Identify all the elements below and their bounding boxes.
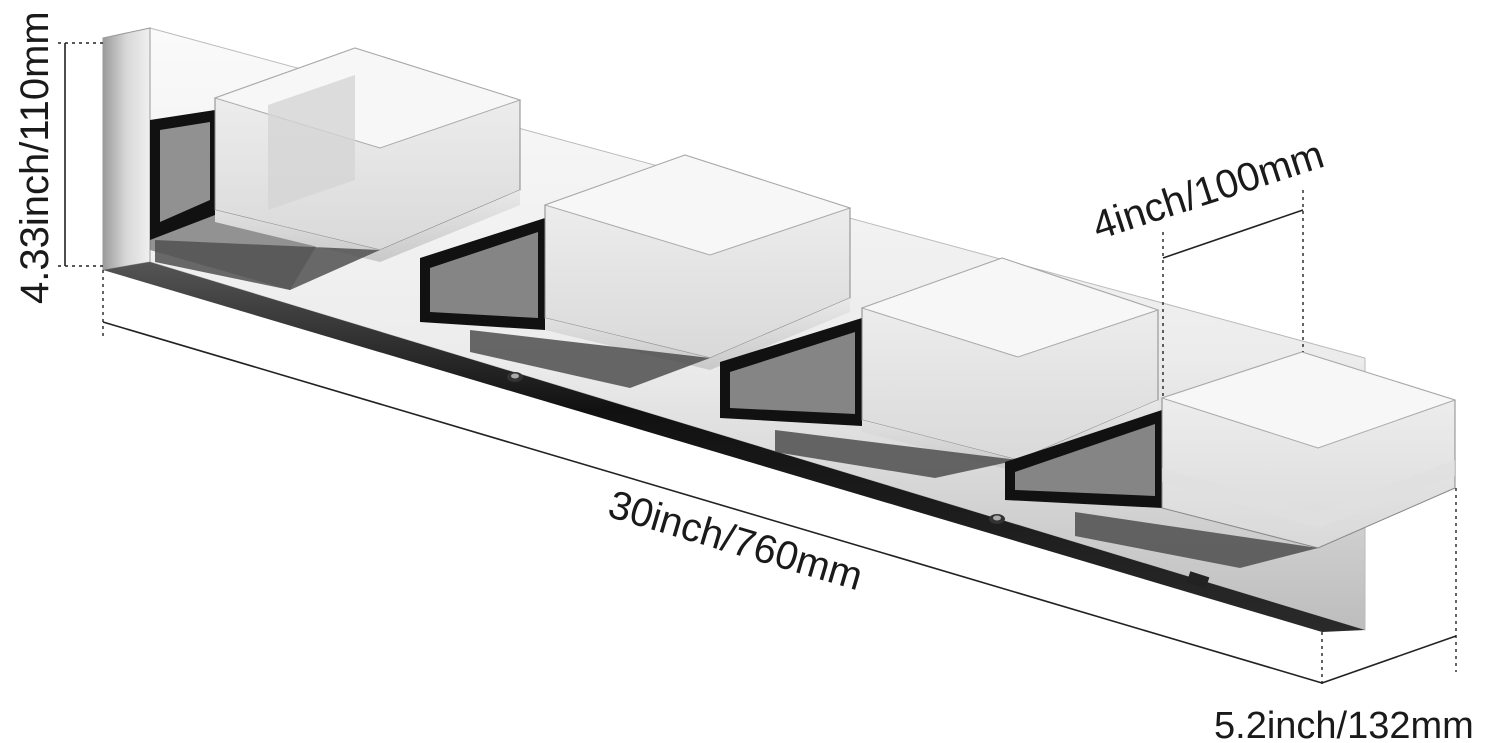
height-label: 4.33inch/110mm: [13, 11, 57, 304]
lamp-head-4: [1005, 351, 1457, 568]
shade-width-label: 4inch/100mm: [1087, 133, 1329, 249]
switch-slot: [1186, 571, 1210, 589]
depth-label: 5.2inch/132mm: [1214, 705, 1474, 743]
lamp-head-1: [150, 47, 522, 290]
lamp-head-2: [420, 154, 852, 388]
mounting-screw: [989, 514, 1005, 524]
length-label: 30inch/760mm: [603, 482, 867, 599]
lamp-head-3: [720, 257, 1160, 478]
height-dimension: [58, 42, 105, 267]
length-dimension: [102, 270, 1323, 688]
mounting-screw: [507, 372, 523, 382]
shade-width-dimension: [1162, 190, 1304, 398]
depth-dimension: [1321, 488, 1457, 684]
